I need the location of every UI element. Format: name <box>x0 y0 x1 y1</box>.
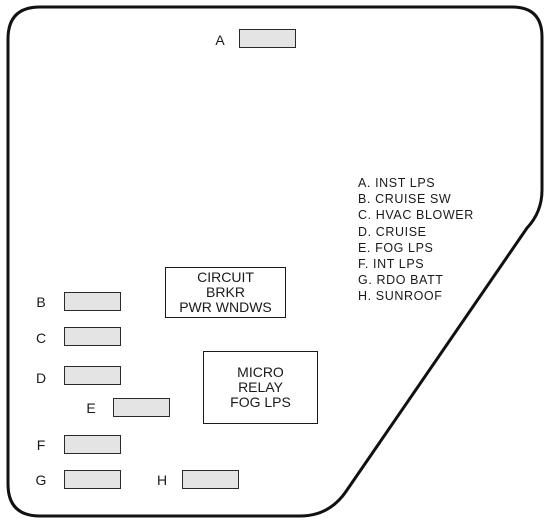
micro-relay-line-3: FOG LPS <box>230 394 291 410</box>
circuit-breaker-line-2: BRKR <box>206 284 245 300</box>
legend-item-g: G. RDO BATT <box>358 273 444 288</box>
micro-relay-box: MICRO RELAY FOG LPS <box>203 351 318 424</box>
fuse-legend: A. INST LPS B. CRUISE SW C. HVAC BLOWER … <box>358 175 474 305</box>
fuse-slot-c <box>64 327 121 346</box>
legend-item-h: H. SUNROOF <box>358 289 443 304</box>
circuit-breaker-line-3: PWR WNDWS <box>179 299 272 315</box>
circuit-breaker-line-1: CIRCUIT <box>197 269 254 285</box>
panel-border <box>6 5 544 518</box>
fuse-slot-f <box>64 435 121 454</box>
legend-item-a: A. INST LPS <box>358 176 436 190</box>
legend-item-f: F. INT LPS <box>358 257 425 272</box>
legend-item-c: C. HVAC BLOWER <box>358 208 474 223</box>
fuse-slot-b <box>64 292 121 311</box>
legend-item-d: D. CRUISE <box>358 224 427 239</box>
micro-relay-line-2: RELAY <box>238 379 283 395</box>
legend-item-b: B. CRUISE SW <box>358 192 452 207</box>
micro-relay-line-1: MICRO <box>237 364 284 380</box>
fuse-letter-f: F <box>36 437 46 453</box>
fuse-slot-g <box>64 470 121 489</box>
fuse-letter-e: E <box>86 400 96 416</box>
fuse-letter-g: G <box>35 472 47 488</box>
fuse-letter-d: D <box>35 370 47 386</box>
fuse-letter-h: H <box>156 472 168 488</box>
fuse-slot-d <box>64 366 121 385</box>
fuse-slot-a <box>239 29 296 48</box>
legend-item-e: E. FOG LPS <box>358 240 434 255</box>
fuse-letter-c: C <box>35 330 47 346</box>
circuit-breaker-box: CIRCUIT BRKR PWR WNDWS <box>165 267 286 318</box>
fuse-letter-a: A <box>215 32 225 48</box>
fuse-slot-e <box>113 398 170 417</box>
fuse-slot-h <box>182 470 239 489</box>
fuse-letter-b: B <box>36 294 46 310</box>
